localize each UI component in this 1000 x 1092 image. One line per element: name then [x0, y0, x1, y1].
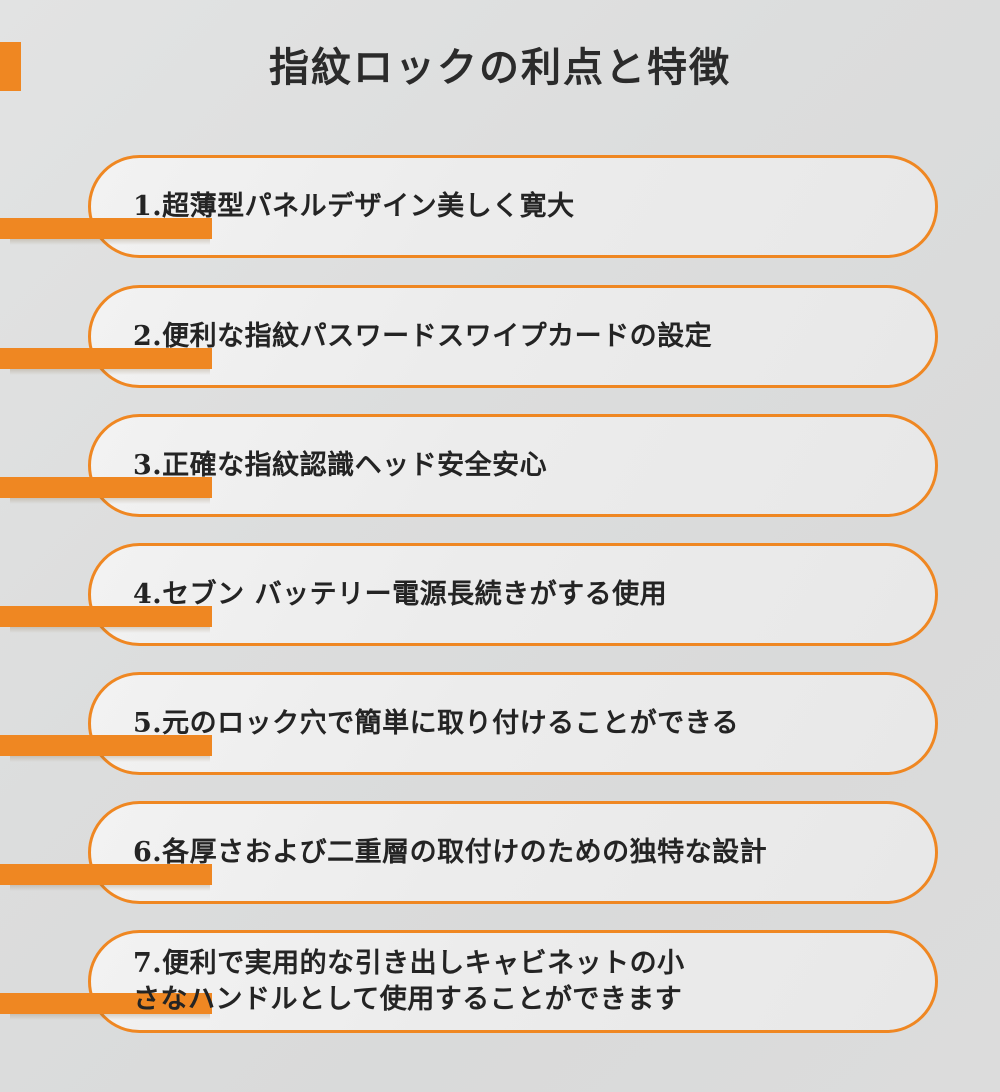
connector-bar — [0, 348, 212, 369]
connector-bar — [0, 993, 212, 1014]
list-item-pill — [88, 414, 938, 517]
connector-bar — [0, 606, 212, 627]
connector-shadow — [10, 885, 210, 891]
connector-shadow — [10, 627, 210, 633]
list-item-pill — [88, 543, 938, 646]
list-item-label: 7.便利で実用的な引き出しキャビネットの小 さなハンドルとして使用することができ… — [133, 948, 685, 1015]
list-item-label: 5.元のロック穴で簡単に取り付けることができる — [133, 707, 740, 739]
page-title: 指紋ロックの利点と特徴 — [269, 44, 731, 91]
list-item-pill — [88, 801, 938, 904]
connector-bar — [0, 218, 212, 239]
list-item-pill — [88, 155, 938, 258]
connector-shadow — [10, 239, 210, 245]
list-item-label: 3.正確な指紋認識ヘッド安全安心 — [133, 449, 548, 481]
list-item-label: 4.セブン バッテリー電源長続きがする使用 — [133, 578, 668, 610]
connector-shadow — [10, 498, 210, 504]
list-item-pill — [88, 930, 938, 1033]
connector-bar — [0, 477, 212, 498]
connector-bar — [0, 864, 212, 885]
list-item-label: 6.各厚さおよび二重層の取付けのための独特な設計 — [133, 836, 768, 868]
connector-shadow — [10, 756, 210, 762]
connector-shadow — [10, 369, 210, 375]
list-item-label: 1.超薄型パネルデザイン美しく寛大 — [133, 190, 575, 222]
connector-bar — [0, 735, 212, 756]
orange-corner-mark — [0, 42, 21, 91]
connector-shadow — [10, 1014, 210, 1020]
list-item-label: 2.便利な指紋パスワードスワイプカードの設定 — [133, 320, 713, 352]
list-item-pill — [88, 285, 938, 388]
list-item-pill — [88, 672, 938, 775]
